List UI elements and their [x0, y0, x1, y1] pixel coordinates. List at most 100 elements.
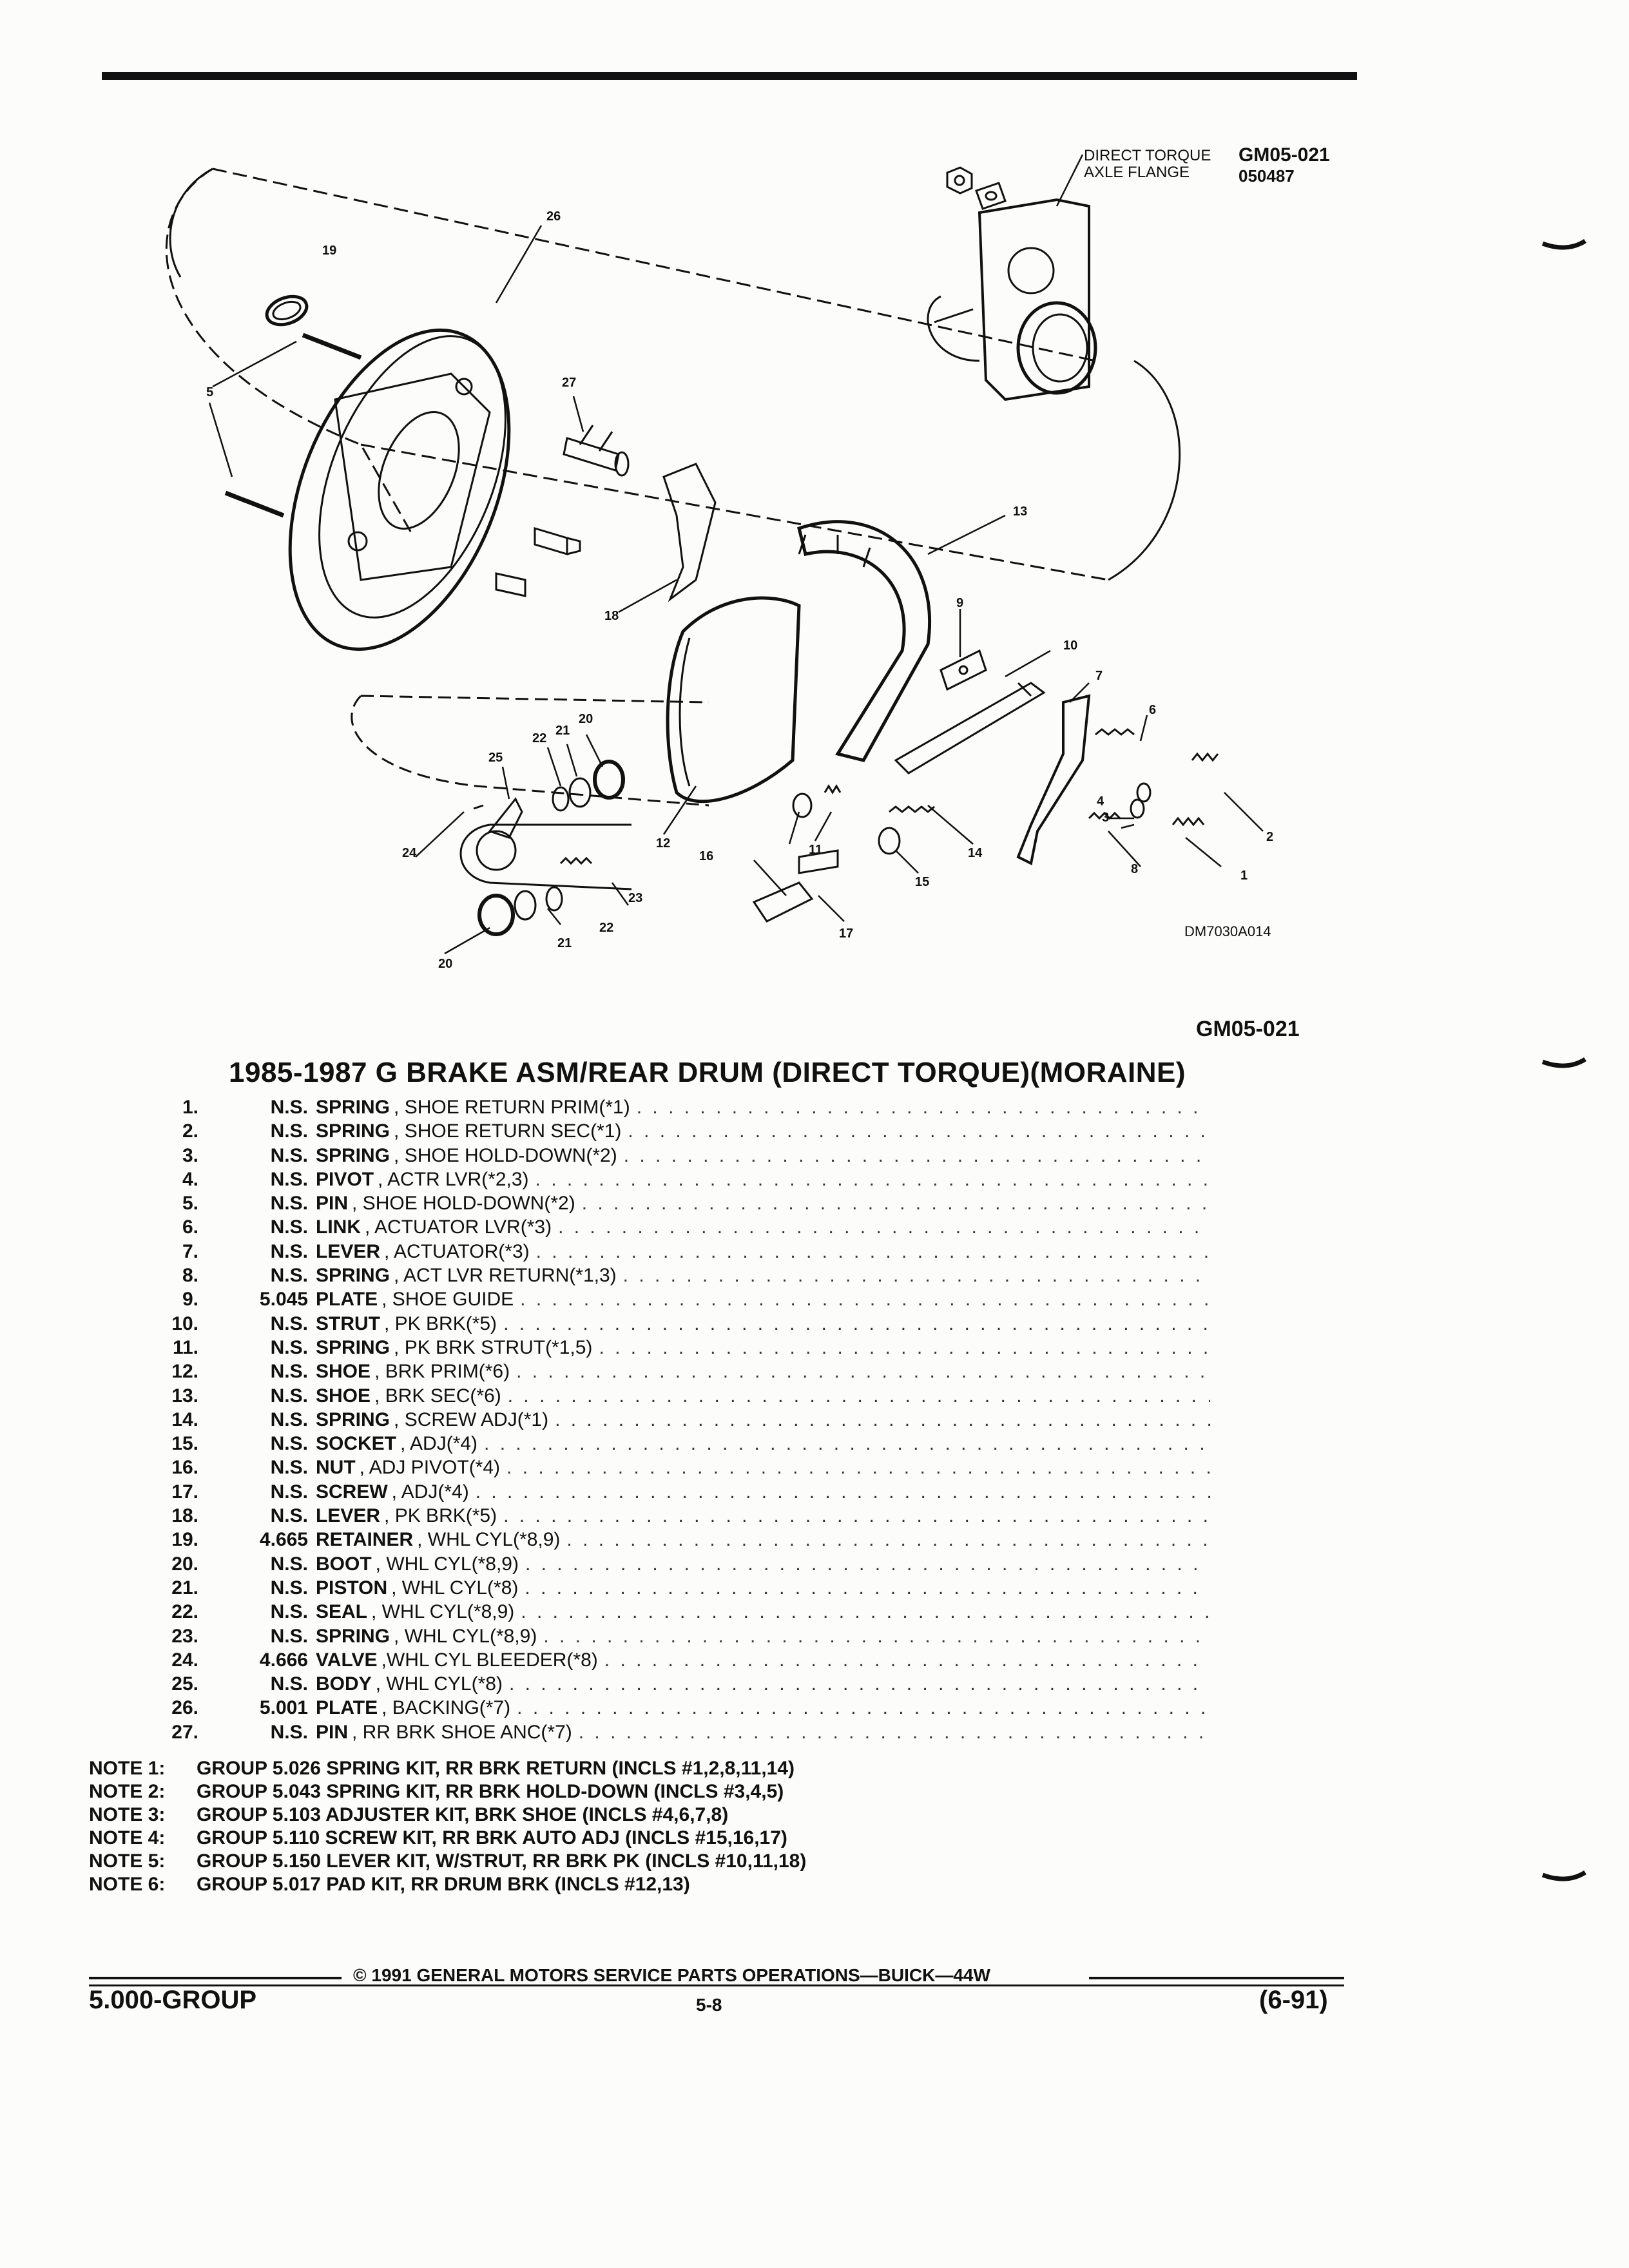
svg-text:9: 9: [956, 596, 963, 610]
part-group-code: 4.666: [259, 1649, 308, 1671]
notes-list: NOTE 1: GROUP 5.026 SPRING KIT, RR BRK RE…: [89, 1758, 806, 1897]
part-description: , SHOE RETURN PRIM(*1): [394, 1097, 630, 1118]
part-name: STRUT: [316, 1312, 380, 1334]
note-label: NOTE 5:: [89, 1850, 166, 1872]
part-number: 9.: [182, 1289, 198, 1311]
svg-text:21: 21: [555, 724, 570, 738]
part-number: 4.: [182, 1168, 198, 1190]
part-group-code: N.S.: [270, 1385, 308, 1407]
part-name: SPRING: [316, 1265, 390, 1287]
part-description: , WHL CYL(*8,9): [417, 1529, 561, 1551]
part-row: 2.N.S.SPRING, SHOE RETURN SEC(*1). . . .…: [147, 1120, 1210, 1144]
svg-text:27: 27: [562, 376, 576, 390]
part-name: PIN: [316, 1193, 349, 1215]
part-number: 1.: [182, 1097, 198, 1118]
part-description: , SHOE GUIDE: [381, 1289, 514, 1311]
part-row: 8.N.S.SPRING, ACT LVR RETURN(*1,3). . . …: [147, 1265, 1210, 1289]
svg-text:12: 12: [656, 836, 670, 850]
part-row: 12.N.S.SHOE, BRK PRIM(*6). . . . . . . .…: [147, 1361, 1210, 1385]
svg-text:24: 24: [402, 846, 417, 860]
part-description: , SCREW ADJ(*1): [394, 1408, 549, 1430]
leader-dots: . . . . . . . . . . . . . . . . . . . . …: [525, 1553, 1210, 1575]
lower-group-outline: [351, 695, 709, 807]
pin-5-lower: [224, 490, 285, 518]
part-number: 19.: [171, 1529, 198, 1551]
part-group-code: N.S.: [270, 1625, 308, 1647]
part-group-code: N.S.: [270, 1457, 308, 1479]
brake-exploded-diagram: 1 2 3 4 5 6 7 8 9 10 11 12 13 14 15 16 1…: [166, 154, 1273, 971]
lever-18: [662, 463, 717, 602]
part-group-code: N.S.: [270, 1481, 308, 1503]
lever-7: [1016, 694, 1091, 865]
part-number: 20.: [171, 1553, 198, 1575]
part-number: 21.: [171, 1577, 198, 1599]
part-row: 1.N.S.SPRING, SHOE RETURN PRIM(*1). . . …: [147, 1097, 1210, 1120]
part-name: SCREW: [316, 1481, 388, 1503]
part-name: LINK: [316, 1216, 361, 1238]
part-name: BOOT: [316, 1553, 372, 1575]
part-group-code: N.S.: [270, 1408, 308, 1430]
note-text: GROUP 5.103 ADJUSTER KIT, BRK SHOE (INCL…: [197, 1804, 729, 1825]
wheel-cylinder-parts: [473, 760, 625, 936]
part-name: SPRING: [316, 1625, 390, 1647]
leader-dots: . . . . . . . . . . . . . . . . . . . . …: [628, 1120, 1210, 1142]
part-number: 14.: [171, 1408, 198, 1430]
part-description: , WHL CYL(*8): [391, 1577, 519, 1599]
flange: [927, 198, 1097, 401]
leader-dots: . . . . . . . . . . . . . . . . . . . . …: [508, 1673, 1210, 1695]
part-group-code: 5.001: [259, 1697, 308, 1719]
part-name: PISTON: [316, 1577, 388, 1599]
drawing-id: DM7030A014: [1184, 923, 1271, 939]
part-description: , WHL CYL(*8,9): [394, 1625, 537, 1647]
leader-dots: . . . . . . . . . . . . . . . . . . . . …: [535, 1240, 1210, 1262]
note-label: NOTE 1:: [89, 1758, 166, 1779]
leader-dots: . . . . . . . . . . . . . . . . . . . . …: [555, 1408, 1210, 1430]
drum-top-left: [169, 168, 213, 278]
note-label: NOTE 2:: [89, 1781, 166, 1802]
note-row: NOTE 3:GROUP 5.103 ADJUSTER KIT, BRK SHO…: [89, 1804, 806, 1827]
part-group-code: N.S.: [270, 1193, 308, 1215]
page-title: 1985-1987 G BRAKE ASM/REAR DRUM (DIRECT …: [229, 1057, 1186, 1088]
part-number: 24.: [171, 1649, 198, 1671]
part-number: 5.: [182, 1193, 198, 1215]
leader-dots: . . . . . . . . . . . . . . . . . . . . …: [558, 1216, 1210, 1238]
part-description: , WHL CYL(*8): [375, 1673, 503, 1695]
part-row: 20.N.S.BOOT, WHL CYL(*8,9). . . . . . . …: [147, 1553, 1210, 1577]
shoe-12: [666, 596, 801, 803]
part-group-code: N.S.: [270, 1721, 308, 1743]
svg-text:3: 3: [1102, 811, 1109, 825]
part-group-code: N.S.: [270, 1168, 308, 1190]
part-group-code: N.S.: [270, 1312, 308, 1334]
note-text: GROUP 5.110 SCREW KIT, RR BRK AUTO ADJ (…: [197, 1827, 787, 1849]
part-group-code: N.S.: [270, 1336, 308, 1358]
top-rule: [102, 72, 1357, 80]
svg-text:2: 2: [1266, 830, 1273, 844]
part-group-code: N.S.: [270, 1361, 308, 1383]
part-number: 3.: [182, 1144, 198, 1166]
footer-date: (6-91): [1259, 1986, 1328, 2014]
part-description: , ACTR LVR(*2,3): [378, 1168, 529, 1190]
note-text: GROUP 5.150 LEVER KIT, W/STRUT, RR BRK P…: [197, 1850, 807, 1872]
part-name: PLATE: [316, 1289, 378, 1311]
svg-text:7: 7: [1095, 669, 1103, 683]
part-name: SOCKET: [316, 1433, 397, 1455]
note-label: NOTE 4:: [89, 1827, 166, 1849]
leader-dots: . . . . . . . . . . . . . . . . . . . . …: [507, 1385, 1210, 1407]
part-description: , BRK PRIM(*6): [374, 1361, 510, 1383]
leader-dots: . . . . . . . . . . . . . . . . . . . . …: [506, 1457, 1210, 1479]
note-row: NOTE 2:GROUP 5.043 SPRING KIT, RR BRK HO…: [89, 1781, 806, 1804]
note-text: GROUP 5.026 SPRING KIT, RR BRK RETURN (I…: [197, 1758, 795, 1779]
part-description: , SHOE HOLD-DOWN(*2): [394, 1144, 617, 1166]
leader-dots: . . . . . . . . . . . . . . . . . . . . …: [599, 1336, 1210, 1358]
svg-text:14: 14: [968, 846, 983, 860]
part-description: , ACT LVR RETURN(*1,3): [394, 1265, 617, 1287]
part-name: RETAINER: [316, 1529, 414, 1551]
svg-text:11: 11: [809, 843, 822, 857]
svg-text:20: 20: [438, 957, 452, 971]
part-name: SEAL: [316, 1601, 368, 1623]
part-group-code: N.S.: [270, 1120, 308, 1142]
part-row: 25.N.S.BODY, WHL CYL(*8). . . . . . . . …: [147, 1673, 1210, 1697]
part-name: LEVER: [316, 1240, 381, 1262]
flange-caption-line2: AXLE FLANGE: [1084, 164, 1190, 181]
